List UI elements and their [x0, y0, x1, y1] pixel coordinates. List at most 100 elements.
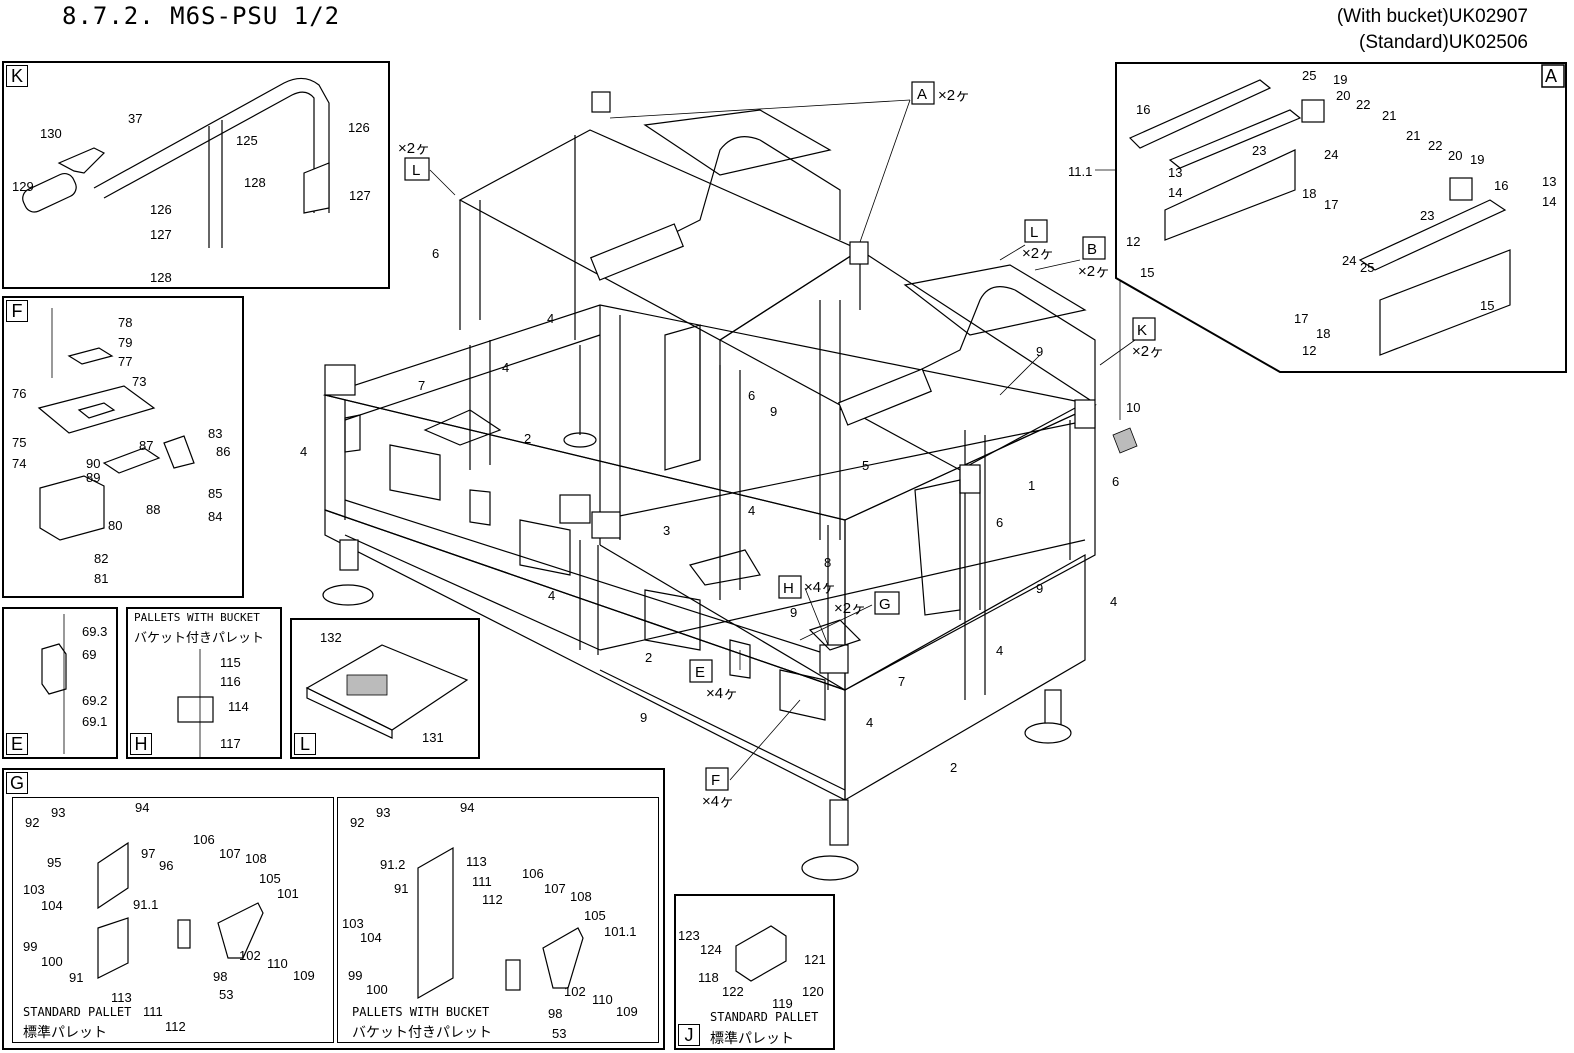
svg-text:99: 99 — [23, 939, 37, 954]
svg-text:129: 129 — [12, 179, 34, 194]
detail-f-drawing: 78 79 77 76 73 75 74 83 87 86 90 89 85 8… — [12, 308, 230, 586]
svg-text:110: 110 — [592, 992, 613, 1007]
svg-text:17: 17 — [1324, 197, 1338, 212]
svg-text:15: 15 — [1480, 298, 1494, 313]
lower-frame — [322, 91, 1138, 881]
svg-text:E: E — [695, 664, 705, 681]
svg-text:122: 122 — [722, 984, 744, 999]
svg-text:F: F — [711, 772, 720, 789]
label-7b: 7 — [898, 674, 905, 689]
svg-text:×2ヶ: ×2ヶ — [1078, 263, 1110, 280]
label-4f: 4 — [996, 643, 1003, 658]
detail-view-k: K 37 130 125 126 128 127 129 126 127 128 — [2, 61, 390, 289]
page-title: 8.7.2. M6S-PSU 1/2 — [62, 2, 341, 30]
svg-text:14: 14 — [1168, 185, 1182, 200]
label-4g: 4 — [866, 715, 873, 730]
svg-text:73: 73 — [132, 374, 146, 389]
main-part-labels: 1 2 2 2 3 4 4 4 4 4 4 4 4 5 6 6 6 6 7 7 … — [300, 164, 1140, 775]
svg-text:53: 53 — [552, 1026, 566, 1041]
label-7a: 7 — [418, 378, 425, 393]
svg-text:37: 37 — [128, 111, 142, 126]
svg-text:92: 92 — [25, 815, 39, 830]
main-callouts: A ×2ヶ ×2ヶ L L ×2ヶ B ×2ヶ K ×2ヶ H ×4ヶ ×2ヶ … — [398, 81, 1164, 810]
svg-text:21: 21 — [1406, 128, 1420, 143]
svg-text:105: 105 — [584, 908, 606, 923]
svg-text:19: 19 — [1470, 152, 1484, 167]
svg-text:106: 106 — [193, 832, 215, 847]
svg-text:13: 13 — [1542, 174, 1556, 189]
label-1: 1 — [1028, 478, 1035, 493]
svg-text:21: 21 — [1382, 108, 1396, 123]
svg-text:118: 118 — [698, 970, 719, 985]
svg-text:128: 128 — [150, 270, 172, 285]
svg-text:75: 75 — [12, 435, 26, 450]
svg-text:132: 132 — [320, 630, 342, 645]
svg-text:88: 88 — [146, 502, 160, 517]
svg-text:121: 121 — [804, 952, 826, 967]
label-6b: 6 — [748, 388, 755, 403]
label-4h: 4 — [1110, 594, 1117, 609]
svg-text:×4ヶ: ×4ヶ — [702, 793, 734, 810]
svg-text:74: 74 — [12, 456, 26, 471]
svg-text:112: 112 — [482, 892, 503, 907]
detail-j-caption-jp: 標準パレット — [710, 1030, 794, 1046]
svg-text:107: 107 — [219, 846, 241, 861]
svg-text:105: 105 — [259, 871, 281, 886]
label-5: 5 — [862, 458, 869, 473]
svg-text:117: 117 — [220, 736, 241, 751]
svg-text:127: 127 — [349, 188, 371, 203]
svg-text:91: 91 — [394, 881, 408, 896]
label-2b: 2 — [645, 650, 652, 665]
svg-text:92: 92 — [350, 815, 364, 830]
svg-text:20: 20 — [1336, 88, 1350, 103]
svg-text:110: 110 — [267, 956, 288, 971]
svg-text:19: 19 — [1333, 72, 1347, 87]
svg-text:109: 109 — [293, 968, 315, 983]
svg-text:104: 104 — [360, 930, 382, 945]
svg-text:×4ヶ: ×4ヶ — [804, 579, 836, 596]
svg-text:93: 93 — [51, 805, 65, 820]
detail-j-caption-en: STANDARD PALLET — [710, 1010, 819, 1024]
svg-text:103: 103 — [342, 916, 364, 931]
svg-text:23: 23 — [1420, 208, 1434, 223]
svg-text:109: 109 — [616, 1004, 638, 1019]
svg-text:14: 14 — [1542, 194, 1556, 209]
detail-letter-l: L — [294, 733, 316, 755]
svg-text:×2ヶ: ×2ヶ — [834, 600, 866, 617]
svg-text:107: 107 — [544, 881, 566, 896]
detail-g-bucket-caption-jp: バケット付きパレット — [352, 1024, 492, 1040]
detail-view-f: F 78 79 77 76 73 75 74 83 87 86 90 89 85… — [2, 296, 244, 598]
svg-text:18: 18 — [1316, 326, 1330, 341]
svg-text:23: 23 — [1252, 143, 1266, 158]
svg-text:G: G — [879, 596, 891, 613]
svg-text:102: 102 — [564, 984, 586, 999]
svg-text:12: 12 — [1126, 234, 1140, 249]
svg-text:108: 108 — [570, 889, 592, 904]
svg-text:116: 116 — [220, 674, 241, 689]
detail-view-e: E 69.3 69 69.2 69.1 — [2, 607, 118, 759]
detail-k-drawing: 37 130 125 126 128 127 129 126 127 128 — [12, 77, 371, 285]
svg-text:99: 99 — [348, 968, 362, 983]
svg-text:113: 113 — [111, 990, 132, 1005]
svg-text:A: A — [917, 86, 927, 103]
svg-text:125: 125 — [236, 133, 258, 148]
svg-text:93: 93 — [376, 805, 390, 820]
svg-text:78: 78 — [118, 315, 132, 330]
label-2c: 2 — [950, 760, 957, 775]
svg-text:91.1: 91.1 — [133, 897, 158, 912]
svg-text:94: 94 — [460, 800, 474, 815]
svg-text:×4ヶ: ×4ヶ — [706, 685, 738, 702]
label-9a: 9 — [770, 404, 777, 419]
detail-h-caption-jp: バケット付きパレット — [134, 630, 265, 645]
svg-text:13: 13 — [1168, 165, 1182, 180]
svg-text:120: 120 — [802, 984, 824, 999]
detail-g-bucket-panel: PALLETS WITH BUCKET バケット付きパレット 92 93 94 91… — [337, 797, 659, 1043]
label-4e: 4 — [748, 503, 755, 518]
svg-text:106: 106 — [522, 866, 544, 881]
svg-text:22: 22 — [1356, 97, 1370, 112]
part-code-with-bucket: (With bucket)UK02907 — [1336, 6, 1528, 27]
detail-g-bucket-caption-en: PALLETS WITH BUCKET — [352, 1005, 490, 1019]
